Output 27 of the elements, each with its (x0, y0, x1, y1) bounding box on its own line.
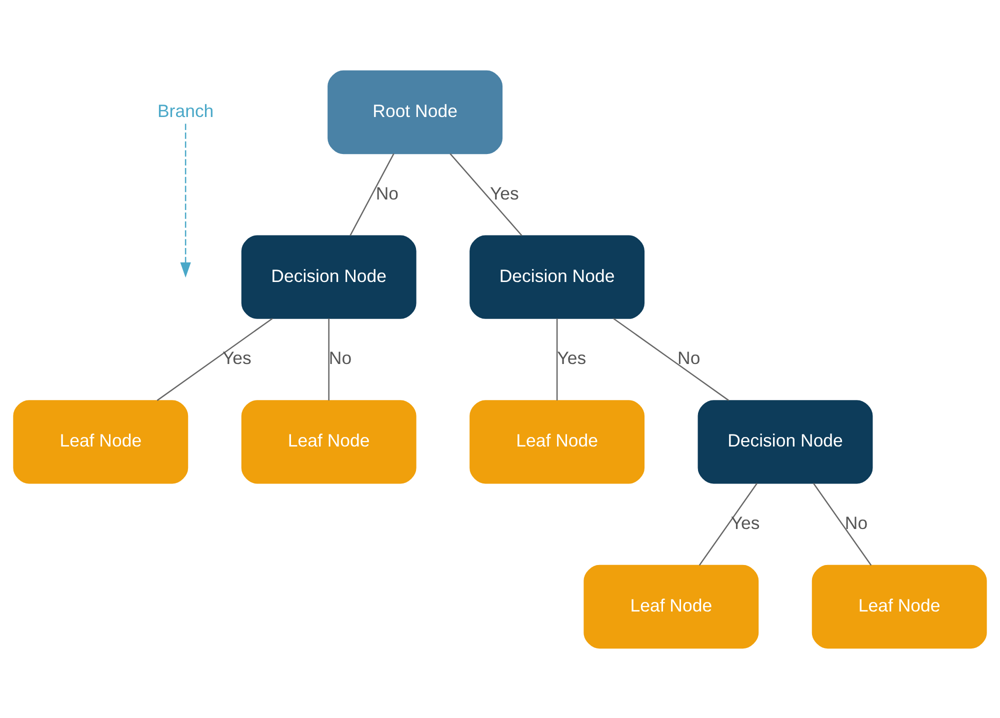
connector (556, 318, 558, 400)
node-box: Leaf Node (812, 564, 987, 648)
connector (812, 482, 872, 566)
edge-label: No (328, 348, 352, 368)
node-box: Leaf Node (13, 400, 188, 484)
connector (156, 317, 273, 400)
node-box: Decision Node (698, 400, 873, 484)
connector (613, 317, 730, 400)
node-box: Leaf Node (584, 564, 759, 648)
edge-label: No (678, 348, 700, 368)
edge-label: Yes (557, 348, 586, 368)
connector (328, 318, 330, 400)
edge-label: Yes (730, 512, 760, 533)
node-text: Branch (157, 100, 214, 120)
node-box: Leaf Node (470, 400, 645, 484)
connector (350, 152, 394, 236)
node-box: Decision Node (241, 234, 416, 318)
edge-label: Yes (222, 348, 252, 368)
node-box: Leaf Node (241, 400, 416, 484)
node-box: Root Node (328, 70, 503, 154)
arrow (180, 123, 191, 278)
connector (450, 152, 522, 236)
edge-label: Yes (490, 182, 519, 203)
connector (698, 482, 758, 566)
edge-label: No (844, 512, 868, 533)
edge-label: No (376, 182, 398, 203)
node-box: Decision Node (470, 234, 645, 318)
